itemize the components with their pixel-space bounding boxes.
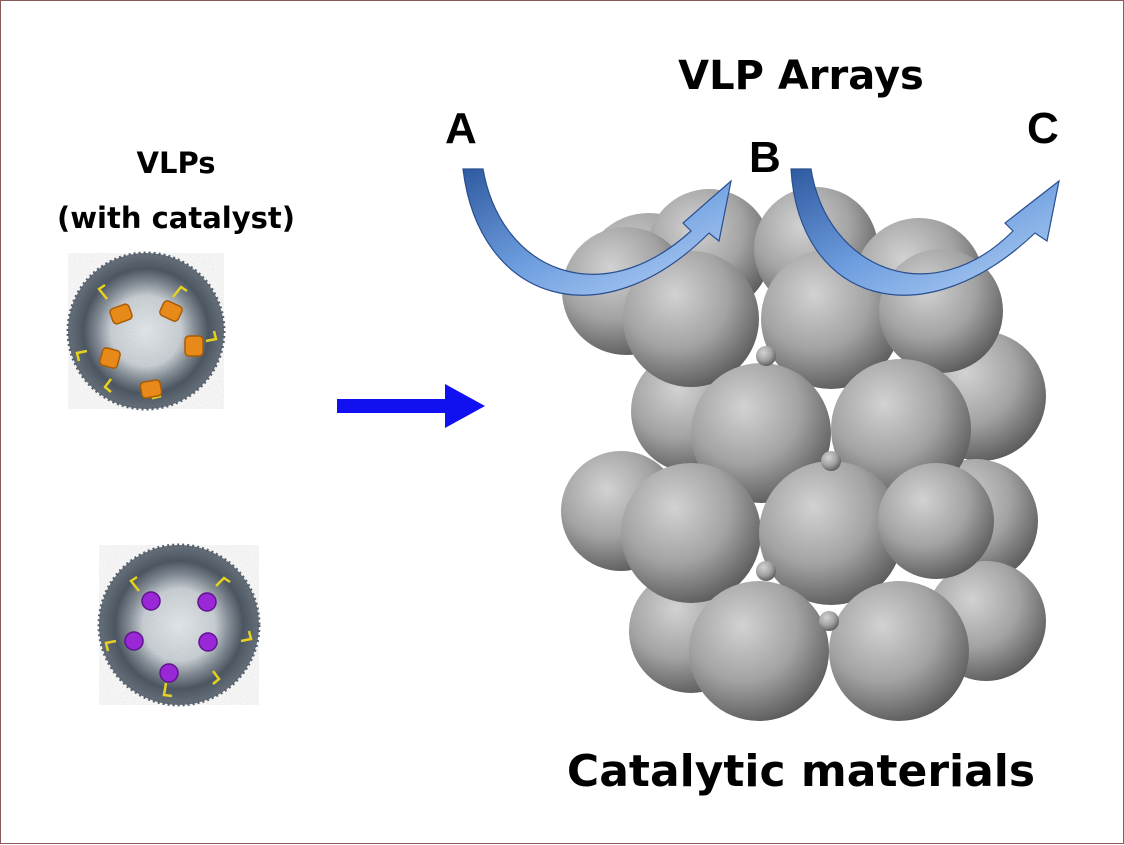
vlps-subtitle: (with catalyst) [56,201,295,235]
vlp-arrays-title: VLP Arrays [678,53,924,99]
vlp-particle-purple [97,543,261,707]
process-arrow [337,384,485,428]
linker-icon [104,575,253,698]
arrow-label-c: C [1027,104,1059,153]
catalyst-cargo-icon [124,591,218,683]
arrow-label-a: A [445,104,477,153]
curved-arrow-a-to-b [462,168,732,296]
catalyst-cargo-icon [99,300,204,399]
vlps-title: VLPs [136,146,216,180]
curved-arrow-b-to-c [790,168,1060,296]
vlp-particle-orange [66,251,226,411]
catalytic-materials-label: Catalytic materials [566,746,1036,797]
arrow-label-b: B [749,133,781,182]
